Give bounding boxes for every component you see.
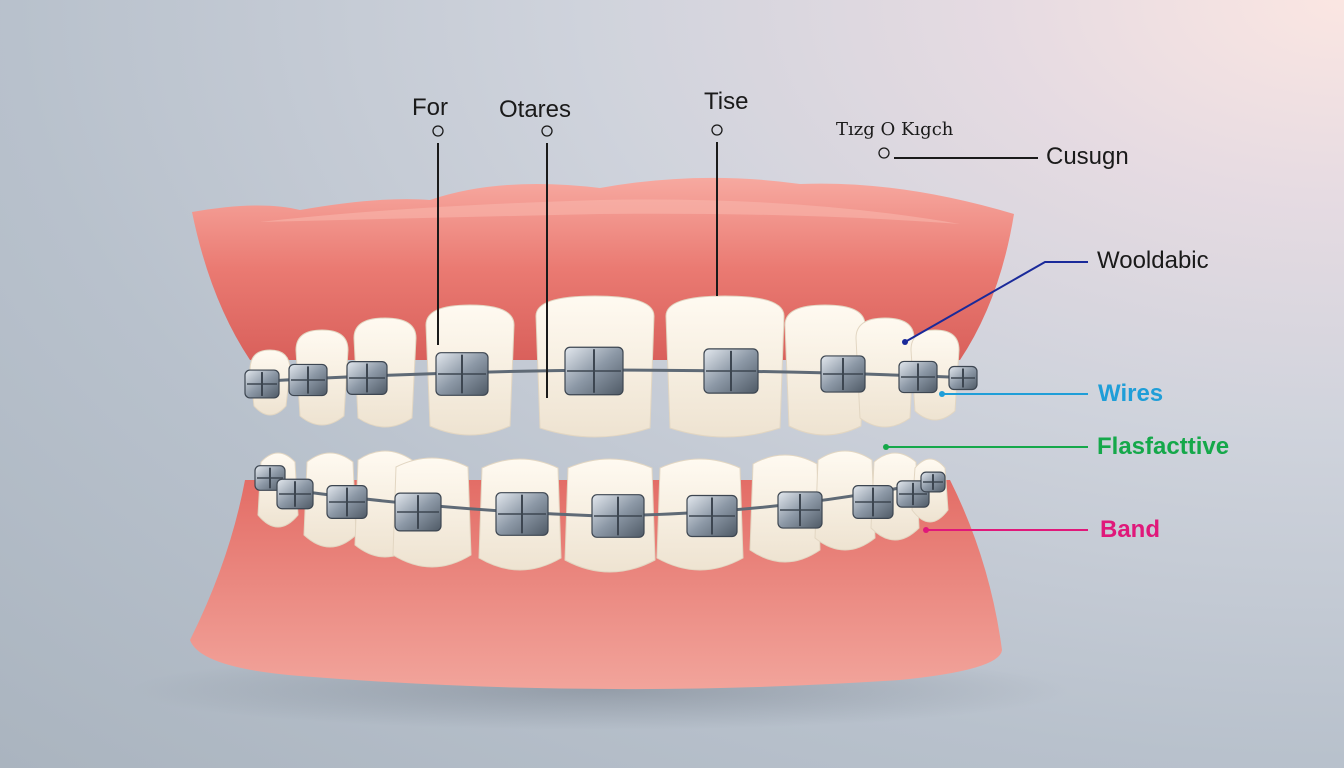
upper-gum-highlight (260, 199, 960, 224)
leader-wooldabic (904, 261, 1088, 343)
label-tise: Tise (704, 88, 749, 115)
leader-lines (432, 124, 1088, 533)
label-wires: Wires (1098, 380, 1164, 407)
label-flasfactive: Flasfacttive (1097, 433, 1230, 460)
dot-wooldabic (902, 339, 908, 345)
upper-tooth (855, 317, 915, 428)
label-band: Band (1100, 516, 1160, 543)
anchor-tizg (878, 147, 890, 159)
label-tizg: Tızg O Kıgch (836, 119, 954, 140)
anchor-tise (711, 124, 723, 136)
dot-flasfactive (883, 444, 889, 450)
label-cusugn: Cusugn (1046, 143, 1129, 170)
anchor-for (432, 125, 444, 137)
lower-tooth (814, 450, 876, 551)
label-otares: Otares (499, 96, 572, 123)
dot-wires (939, 391, 945, 397)
dot-band (923, 527, 929, 533)
label-wooldabic: Wooldabic (1097, 247, 1209, 274)
brackets-group (244, 346, 978, 538)
anchor-otares (541, 125, 553, 137)
label-for: For (412, 94, 448, 121)
